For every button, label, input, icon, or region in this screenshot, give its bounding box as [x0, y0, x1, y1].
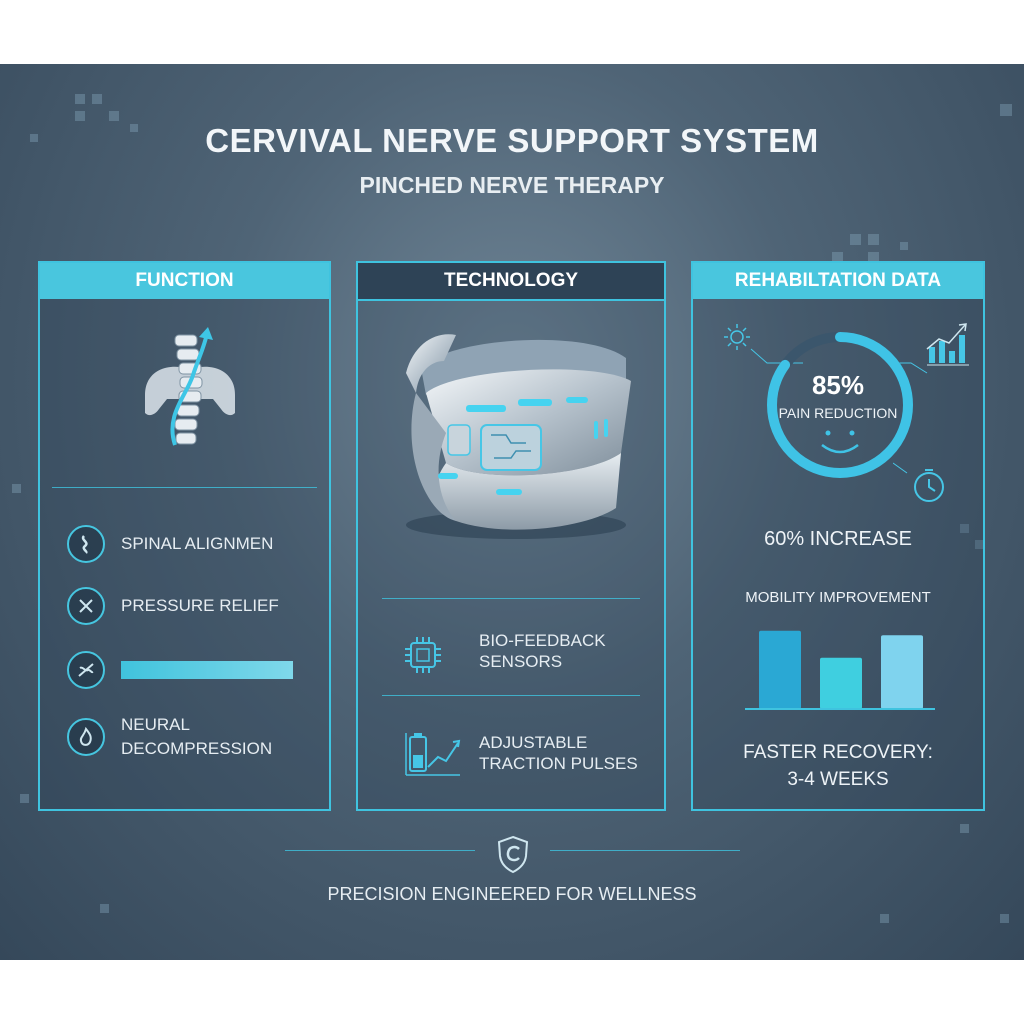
- page-subtitle: PINCHED NERVE THERAPY: [359, 172, 665, 198]
- biofeedback-line2: SENSORS: [479, 652, 563, 671]
- list-item-spinal-alignment: SPINAL ALIGNMEN: [67, 525, 273, 563]
- nerve-cut-icon: [67, 651, 105, 689]
- mobility-bar-2: [820, 657, 862, 709]
- traction-label: ADJUSTABLE TRACTION PULSES: [479, 732, 638, 774]
- cross-icon: [67, 587, 105, 625]
- rehabilitation-heading: REHABILTATION DATA: [693, 263, 983, 299]
- pain-reduction-ring: [767, 332, 913, 478]
- biofeedback-label: BIO-FEEDBACK SENSORS: [479, 630, 606, 672]
- mobility-bar-chart: [745, 630, 935, 710]
- decorative-pixels: [12, 94, 1012, 923]
- technology-heading: TECHNOLOGY: [358, 263, 664, 301]
- function-panel: FUNCTION SPINAL ALIGNMEN: [38, 261, 331, 811]
- list-item-neural-decompression: NEURAL DECOMPRESSION: [67, 713, 272, 761]
- footer-divider-right: [550, 850, 740, 851]
- neural-decompression-line1: NEURAL: [121, 715, 190, 734]
- function-divider: [52, 487, 317, 488]
- mobility-bar-1: [759, 630, 801, 709]
- growth-chart-icon: [897, 323, 969, 374]
- list-item-pressure-relief: PRESSURE RELIEF: [67, 587, 279, 625]
- footer-tagline: PRECISION ENGINEERED FOR WELLNESS: [327, 884, 697, 904]
- footer-divider-left: [285, 850, 475, 851]
- neural-decompression-line2: DECOMPRESSION: [121, 739, 273, 758]
- function-heading: FUNCTION: [40, 263, 329, 299]
- list-item-accent-bar: [67, 651, 293, 689]
- traction-line1: ADJUSTABLE: [479, 733, 588, 752]
- traction-line2: TRACTION PULSES: [479, 754, 638, 773]
- mobility-bar-3: [881, 635, 923, 709]
- infographic-poster: CERVIVAL NERVE SUPPORT SYSTEM PINCHED NE…: [0, 64, 1024, 960]
- recovery-text: FASTER RECOVERY: 3-4 WEEKS: [693, 739, 983, 793]
- spine-small-icon: [67, 525, 105, 563]
- battery-chart-icon: [405, 733, 461, 776]
- biofeedback-line1: BIO-FEEDBACK: [479, 631, 606, 650]
- technology-divider-2: [382, 695, 640, 696]
- stopwatch-icon: [893, 462, 944, 502]
- increase-text: 60% INCREASE: [764, 528, 912, 550]
- neck-brace-illustration: [406, 334, 631, 539]
- spinal-alignment-label: SPINAL ALIGNMEN: [121, 534, 274, 553]
- pain-reduction-label: PAIN REDUCTION: [778, 405, 898, 421]
- recovery-line2: 3-4 WEEKS: [787, 769, 889, 790]
- recovery-line1: FASTER RECOVERY:: [743, 742, 933, 763]
- shield-logo-icon: [497, 835, 529, 874]
- technology-panel: TECHNOLOGY: [356, 261, 666, 811]
- pain-reduction-value: 85%: [811, 370, 865, 400]
- spine-icon: [145, 327, 235, 446]
- rehabilitation-panel: REHABILTATION DATA 85% PAIN REDUCTION: [691, 261, 985, 811]
- mobility-label: MOBILITY IMPROVEMENT: [745, 589, 931, 606]
- neural-decompression-label: NEURAL DECOMPRESSION: [121, 713, 272, 761]
- pressure-relief-label: PRESSURE RELIEF: [121, 596, 279, 615]
- chip-icon: [405, 637, 441, 673]
- pain-reduction-arc: [767, 332, 913, 478]
- page-title: CERVIVAL NERVE SUPPORT SYSTEM: [205, 122, 819, 159]
- flame-icon: [67, 718, 105, 756]
- accent-bar: [121, 661, 293, 679]
- technology-divider-1: [382, 598, 640, 599]
